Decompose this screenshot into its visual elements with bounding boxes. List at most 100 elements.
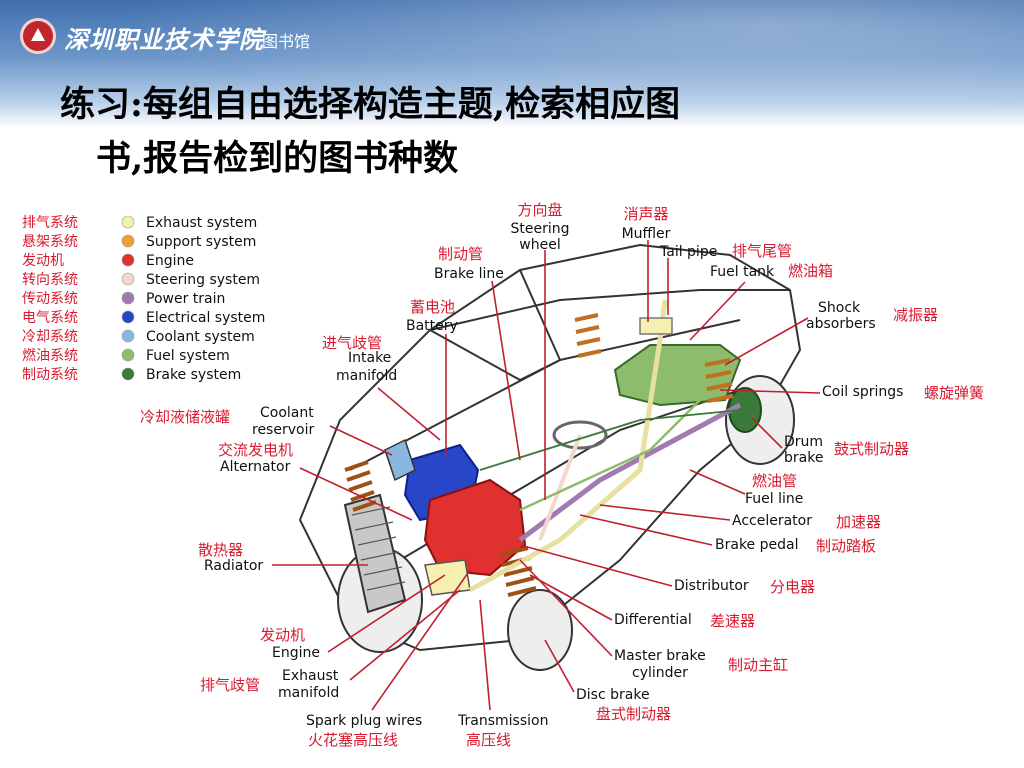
legend-zh-8: 制动系统	[22, 367, 78, 383]
engine-block-shape	[423, 478, 527, 577]
label-tail-pipe-en: Tail pipe	[659, 244, 717, 260]
label-battery-zh: 蓄电池	[410, 298, 455, 316]
label-spark-plug-zh: 火花塞高压线	[308, 731, 398, 749]
leader-distributor	[519, 544, 673, 587]
legend-en-6: Coolant system	[146, 329, 255, 345]
radiator-shape	[343, 493, 407, 614]
drive-shaft	[518, 402, 742, 542]
label-coolant-zh: 冷却液储液罐	[140, 408, 230, 426]
label-transmission-en: Transmission	[457, 713, 548, 729]
legend-en-2: Engine	[146, 253, 194, 269]
legend-zh-1: 悬架系统	[22, 234, 78, 250]
leader-alternator	[299, 467, 413, 521]
label-muffler-zh: 消声器	[623, 205, 668, 223]
leader-differential	[529, 574, 613, 621]
car-body-outline	[298, 243, 802, 652]
leader-drum-brake	[751, 417, 783, 449]
header-banner-shine	[0, 0, 1024, 128]
fuel-line-shape	[519, 399, 701, 512]
leader-disc-brake	[544, 639, 575, 693]
car-roof-line	[429, 289, 790, 331]
front-coil-spring	[344, 460, 377, 512]
legend-zh-4: 传动系统	[22, 291, 78, 307]
legend-swatch-7	[121, 348, 135, 362]
car-windshield	[429, 269, 562, 382]
label-shock-en2: absorbers	[806, 316, 876, 332]
leader-coil-springs	[719, 389, 821, 394]
label-brake-line-en: Brake line	[434, 266, 504, 282]
legend-en-0: Exhaust system	[146, 215, 257, 231]
legend-en-5: Electrical system	[146, 310, 265, 326]
label-alternator-zh: 交流发电机	[218, 441, 293, 459]
school-name: 深圳职业技术学院	[64, 25, 264, 54]
label-radiator-en: Radiator	[204, 558, 263, 574]
leader-spark-plug	[371, 569, 471, 711]
legend-en-4: Power train	[146, 291, 225, 307]
label-coolant-en2: reservoir	[252, 422, 314, 438]
leader-transmission	[479, 599, 491, 711]
slide-title-line-2: 书,报告检到的图书种数	[96, 138, 459, 179]
legend-en-1: Support system	[146, 234, 256, 250]
leader-engine	[327, 574, 446, 653]
steering-wheel-shape	[552, 420, 608, 450]
legend-swatch-1	[121, 234, 135, 248]
label-fuel-tank-zh: 燃油箱	[788, 262, 833, 280]
leader-coolant	[329, 425, 393, 456]
legend-swatch-0	[121, 215, 135, 229]
leader-accelerator	[599, 504, 731, 521]
label-brake-pedal-en: Brake pedal	[715, 537, 798, 553]
label-intake-en1: Intake	[348, 350, 391, 366]
leader-shock	[724, 317, 809, 366]
label-exhaust-manifold-en1: Exhaust	[282, 668, 339, 684]
label-radiator-zh: 散热器	[198, 541, 243, 559]
label-brake-line-zh: 制动管	[438, 245, 483, 263]
label-differential-en: Differential	[614, 612, 692, 628]
label-transmission-zh: 高压线	[466, 731, 511, 749]
slide-title-line-1: 练习:每组自由选择构造主题,检索相应图	[60, 84, 681, 125]
legend-zh-3: 转向系统	[22, 272, 78, 288]
leader-intake	[377, 387, 441, 441]
label-drum-brake-en1: Drum	[784, 434, 823, 450]
label-drum-brake-zh: 鼓式制动器	[834, 440, 909, 458]
label-master-brake-zh: 制动主缸	[728, 656, 788, 674]
label-steering-wheel-en1: Steering	[510, 221, 569, 237]
front-wheel-right	[507, 589, 573, 671]
legend-zh-0: 排气系统	[22, 215, 78, 231]
label-fuel-tank-en: Fuel tank	[710, 264, 775, 280]
label-coolant-en1: Coolant	[260, 405, 314, 421]
label-shock-en1: Shock	[818, 300, 861, 316]
label-battery-en: Battery	[406, 318, 458, 334]
label-shock-zh: 减振器	[893, 306, 938, 324]
legend-zh-5: 电气系统	[22, 310, 78, 326]
front-coil-spring-2	[499, 546, 537, 597]
label-accelerator-zh: 加速器	[836, 513, 881, 531]
coolant-reservoir-shape	[384, 438, 416, 482]
brake-line-shape	[479, 409, 741, 471]
label-disc-brake-en: Disc brake	[576, 687, 650, 703]
legend: 排气系统 悬架系统 发动机 转向系统 传动系统 电气系统 冷却系统 燃油系统 制…	[22, 215, 265, 383]
label-differential-zh: 差速器	[710, 612, 755, 630]
library-name: 图书馆	[262, 32, 311, 51]
label-brake-pedal-zh: 制动踏板	[816, 537, 876, 555]
legend-en-3: Steering system	[146, 272, 260, 288]
label-drum-brake-en2: brake	[784, 450, 823, 466]
label-coil-springs-en: Coil springs	[822, 384, 903, 400]
leader-fuel-tank	[689, 281, 746, 341]
label-master-brake-en1: Master brake	[614, 648, 706, 664]
legend-swatch-8	[121, 367, 135, 381]
label-master-brake-en2: cylinder	[632, 665, 688, 681]
leader-fuel-line	[689, 469, 746, 495]
muffler-shape	[639, 317, 673, 335]
label-fuel-line-zh: 燃油管	[752, 472, 797, 490]
label-intake-zh: 进气歧管	[322, 334, 382, 352]
label-tail-pipe-zh: 排气尾管	[732, 242, 792, 260]
label-coil-springs-zh: 螺旋弹簧	[924, 384, 984, 402]
legend-zh-2: 发动机	[22, 253, 64, 269]
label-distributor-en: Distributor	[674, 578, 749, 594]
label-exhaust-manifold-en2: manifold	[278, 685, 339, 701]
label-engine-zh: 发动机	[260, 626, 305, 644]
legend-swatch-5	[121, 310, 135, 324]
leader-lines	[272, 240, 821, 711]
label-distributor-zh: 分电器	[770, 578, 815, 596]
label-disc-brake-zh: 盘式制动器	[596, 705, 671, 723]
